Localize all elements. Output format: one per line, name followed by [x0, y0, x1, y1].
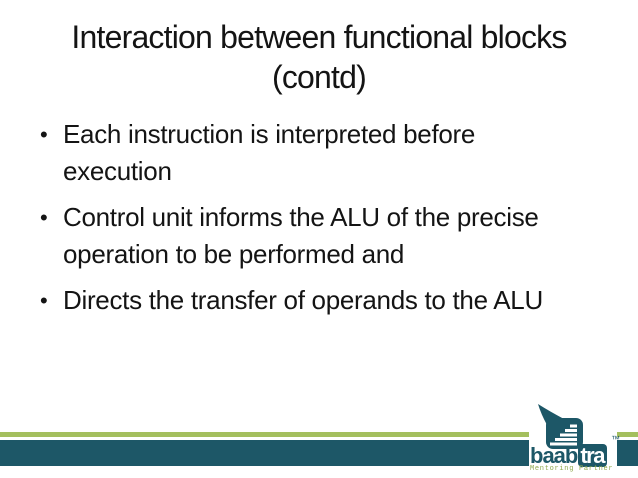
- baabtra-logo-icon: [538, 404, 583, 449]
- title-line-1: Interaction between functional blocks: [71, 19, 567, 55]
- stairs-icon: [550, 424, 577, 446]
- title-line-2: (contd): [272, 59, 367, 95]
- footer-green-stripe: [0, 432, 638, 437]
- wordmark-prefix: baab: [530, 443, 578, 468]
- logo-tagline: Mentoring Partner: [530, 465, 614, 473]
- wordmark: baab tra: [530, 444, 607, 467]
- wordmark-suffix-box: tra: [578, 444, 607, 467]
- bullet-marker-icon: •: [40, 205, 48, 230]
- slide-title: Interaction between functional blocks (c…: [0, 17, 638, 97]
- bullet-item: • Directs the transfer of operands to th…: [40, 282, 622, 319]
- bullet-marker-icon: •: [40, 122, 48, 147]
- bullet-text: Directs the transfer of operands to the …: [63, 285, 543, 315]
- bullet-text: Control unit informs the ALU of the prec…: [63, 202, 539, 269]
- bullet-item: • Control unit informs the ALU of the pr…: [40, 199, 622, 273]
- bullet-text: Each instruction is interpreted before e…: [63, 119, 476, 186]
- bullet-marker-icon: •: [40, 288, 48, 313]
- bullet-list: • Each instruction is interpreted before…: [40, 116, 622, 328]
- baabtra-logo: baab tra ™ Mentoring Partner: [529, 402, 620, 476]
- trademark-symbol: ™: [611, 434, 620, 444]
- bullet-item: • Each instruction is interpreted before…: [40, 116, 622, 190]
